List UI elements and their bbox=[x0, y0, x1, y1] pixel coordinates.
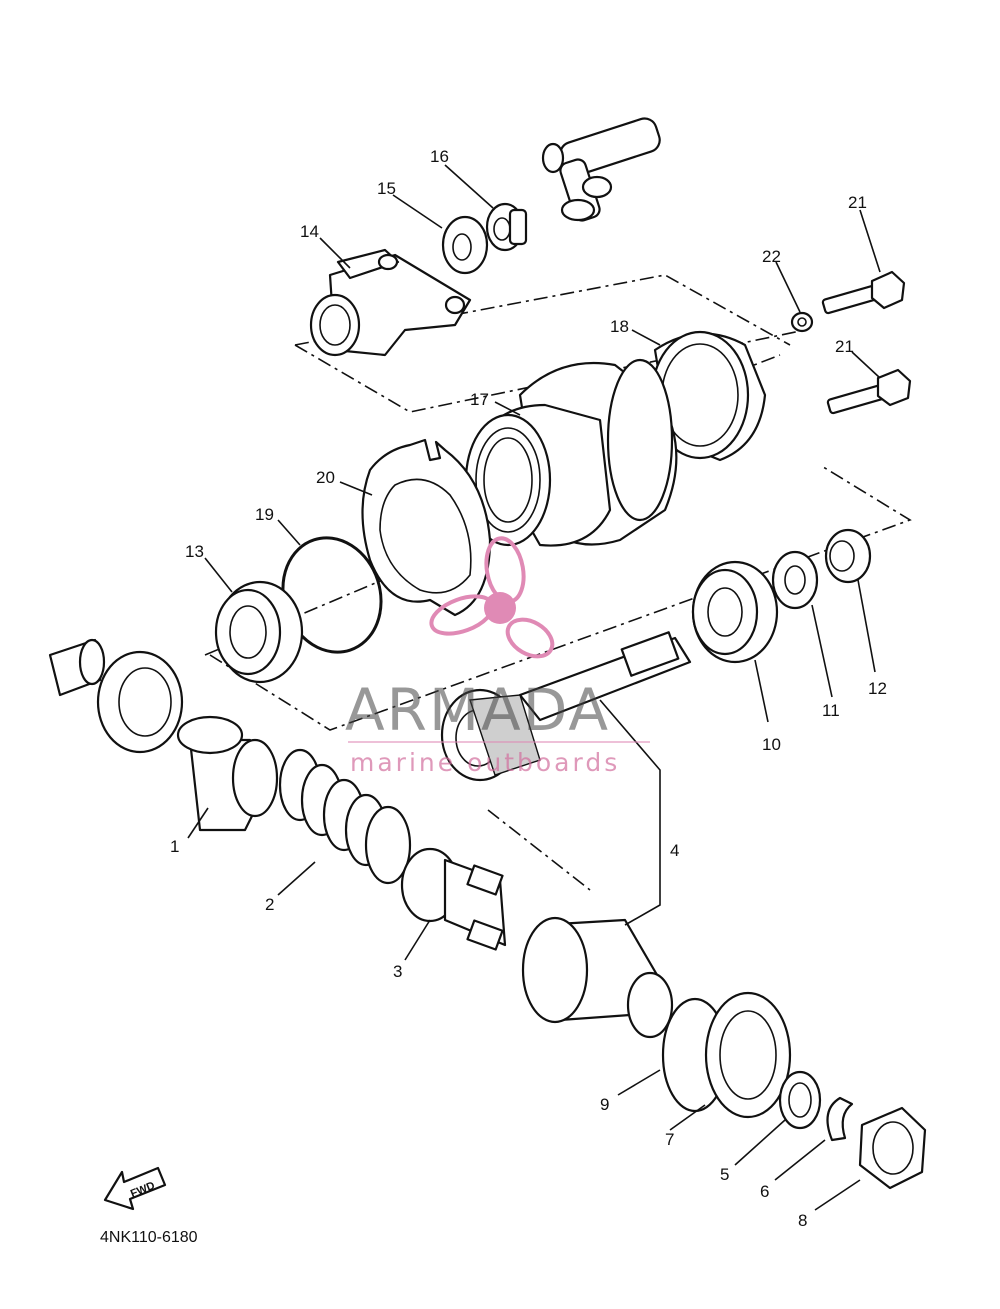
part-21-bolt-upper bbox=[821, 270, 906, 315]
diagram-code: 4NK110-6180 bbox=[100, 1229, 198, 1246]
part-4-drive-gear-shaft bbox=[440, 631, 692, 782]
callout-10: 10 bbox=[762, 735, 781, 754]
callout-numbers: 1 2 3 4 5 6 7 8 9 10 11 12 13 14 15 16 1… bbox=[170, 147, 887, 1230]
callout-6: 6 bbox=[760, 1182, 769, 1201]
part-6-circlip bbox=[826, 1096, 854, 1142]
callout-9: 9 bbox=[600, 1095, 609, 1114]
callout-5: 5 bbox=[720, 1165, 729, 1184]
watermark-brand: ARMADA bbox=[345, 676, 610, 744]
part-12-oil-seal bbox=[824, 528, 872, 584]
callout-13: 13 bbox=[185, 542, 204, 561]
part-2-spring bbox=[278, 748, 412, 885]
callout-21-upper: 21 bbox=[848, 193, 867, 212]
part-5-shim bbox=[778, 1070, 822, 1130]
callout-22: 22 bbox=[762, 247, 781, 266]
part-20-shim-plate bbox=[361, 438, 492, 617]
part-21-bolt-lower bbox=[826, 368, 912, 415]
part-1-sleeve bbox=[176, 715, 279, 832]
callout-11: 11 bbox=[822, 701, 840, 720]
left-drive-shaft-stub bbox=[48, 638, 106, 697]
callout-8: 8 bbox=[798, 1211, 807, 1230]
part-8-nut bbox=[858, 1106, 927, 1190]
part-22-washer bbox=[790, 311, 814, 333]
callout-2: 2 bbox=[265, 895, 274, 914]
part-11-shim bbox=[771, 550, 819, 610]
callout-3: 3 bbox=[393, 962, 402, 981]
callout-4: 4 bbox=[670, 841, 679, 860]
universal-joint-cross bbox=[541, 117, 661, 222]
propeller-logo bbox=[429, 536, 555, 659]
part-10-bearing bbox=[691, 560, 779, 664]
callout-19: 19 bbox=[255, 505, 274, 524]
leader-lines bbox=[187, 164, 881, 1211]
callout-18: 18 bbox=[610, 317, 629, 336]
callout-21-lower: 21 bbox=[835, 337, 854, 356]
left-bearing bbox=[96, 650, 184, 754]
callout-20: 20 bbox=[316, 468, 335, 487]
part-15-washer bbox=[441, 215, 489, 275]
part-17-gear-case-housing bbox=[464, 358, 678, 547]
watermark-tagline: marine outboards bbox=[350, 748, 620, 777]
callout-14: 14 bbox=[300, 222, 319, 241]
callout-15: 15 bbox=[377, 179, 396, 198]
part-16-nut bbox=[485, 202, 528, 252]
callout-16: 16 bbox=[430, 147, 449, 166]
fwd-arrow-icon: FWD bbox=[103, 1166, 167, 1211]
part-18-bearing-housing bbox=[650, 330, 767, 462]
callout-12: 12 bbox=[868, 679, 887, 698]
armada-watermark: ARMADA marine outboards bbox=[345, 536, 650, 777]
part-3-dog-clutch bbox=[400, 847, 507, 951]
part-7-roller-bearing bbox=[661, 991, 792, 1119]
part-13-ball-bearing bbox=[214, 580, 304, 684]
callout-17: 17 bbox=[470, 390, 489, 409]
part-9-driven-gear bbox=[521, 916, 674, 1039]
callout-7: 7 bbox=[665, 1130, 674, 1149]
callout-1: 1 bbox=[170, 837, 179, 856]
part-14-yoke bbox=[309, 248, 472, 357]
